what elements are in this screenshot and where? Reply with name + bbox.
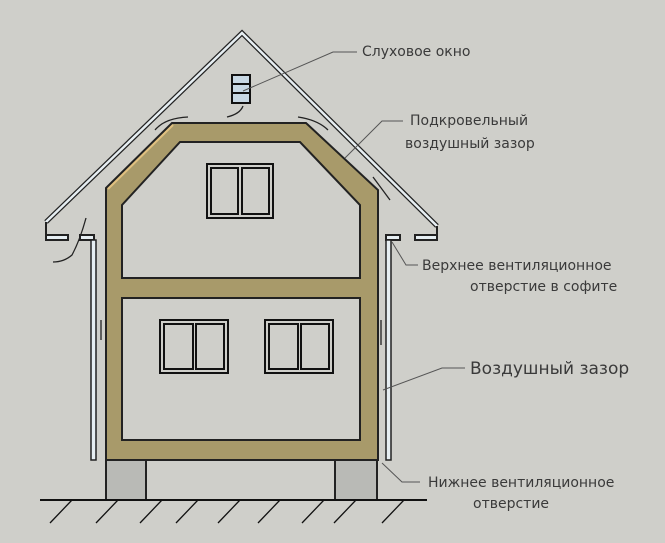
roof: [44, 29, 439, 238]
ground: [40, 499, 427, 524]
label-air-gap: Воздушный зазор: [470, 359, 629, 379]
label-dormer-window: Слуховое окно: [362, 44, 470, 60]
wall-cladding: [90, 239, 392, 461]
label-upper-vent-line1: Верхнее вентиляционное: [422, 258, 612, 274]
label-lower-vent-line1: Нижнее вентиляционное: [428, 475, 614, 491]
upper-window: [206, 163, 274, 219]
lower-left-window: [159, 319, 229, 374]
foundation-piers: [105, 459, 378, 501]
leader-lines: [242, 51, 465, 483]
label-upper-vent-line2: отверстие в софите: [470, 279, 617, 295]
label-lower-vent-line2: отверстие: [473, 496, 549, 512]
windows: [159, 163, 334, 374]
airflow-arrows: [52, 105, 391, 345]
lower-right-window: [264, 319, 334, 374]
dormer-vent: [231, 74, 251, 104]
soffits: [45, 234, 438, 241]
label-roof-gap-line2: воздушный зазор: [405, 136, 535, 152]
label-roof-gap-line1: Подкровельный: [410, 113, 528, 129]
